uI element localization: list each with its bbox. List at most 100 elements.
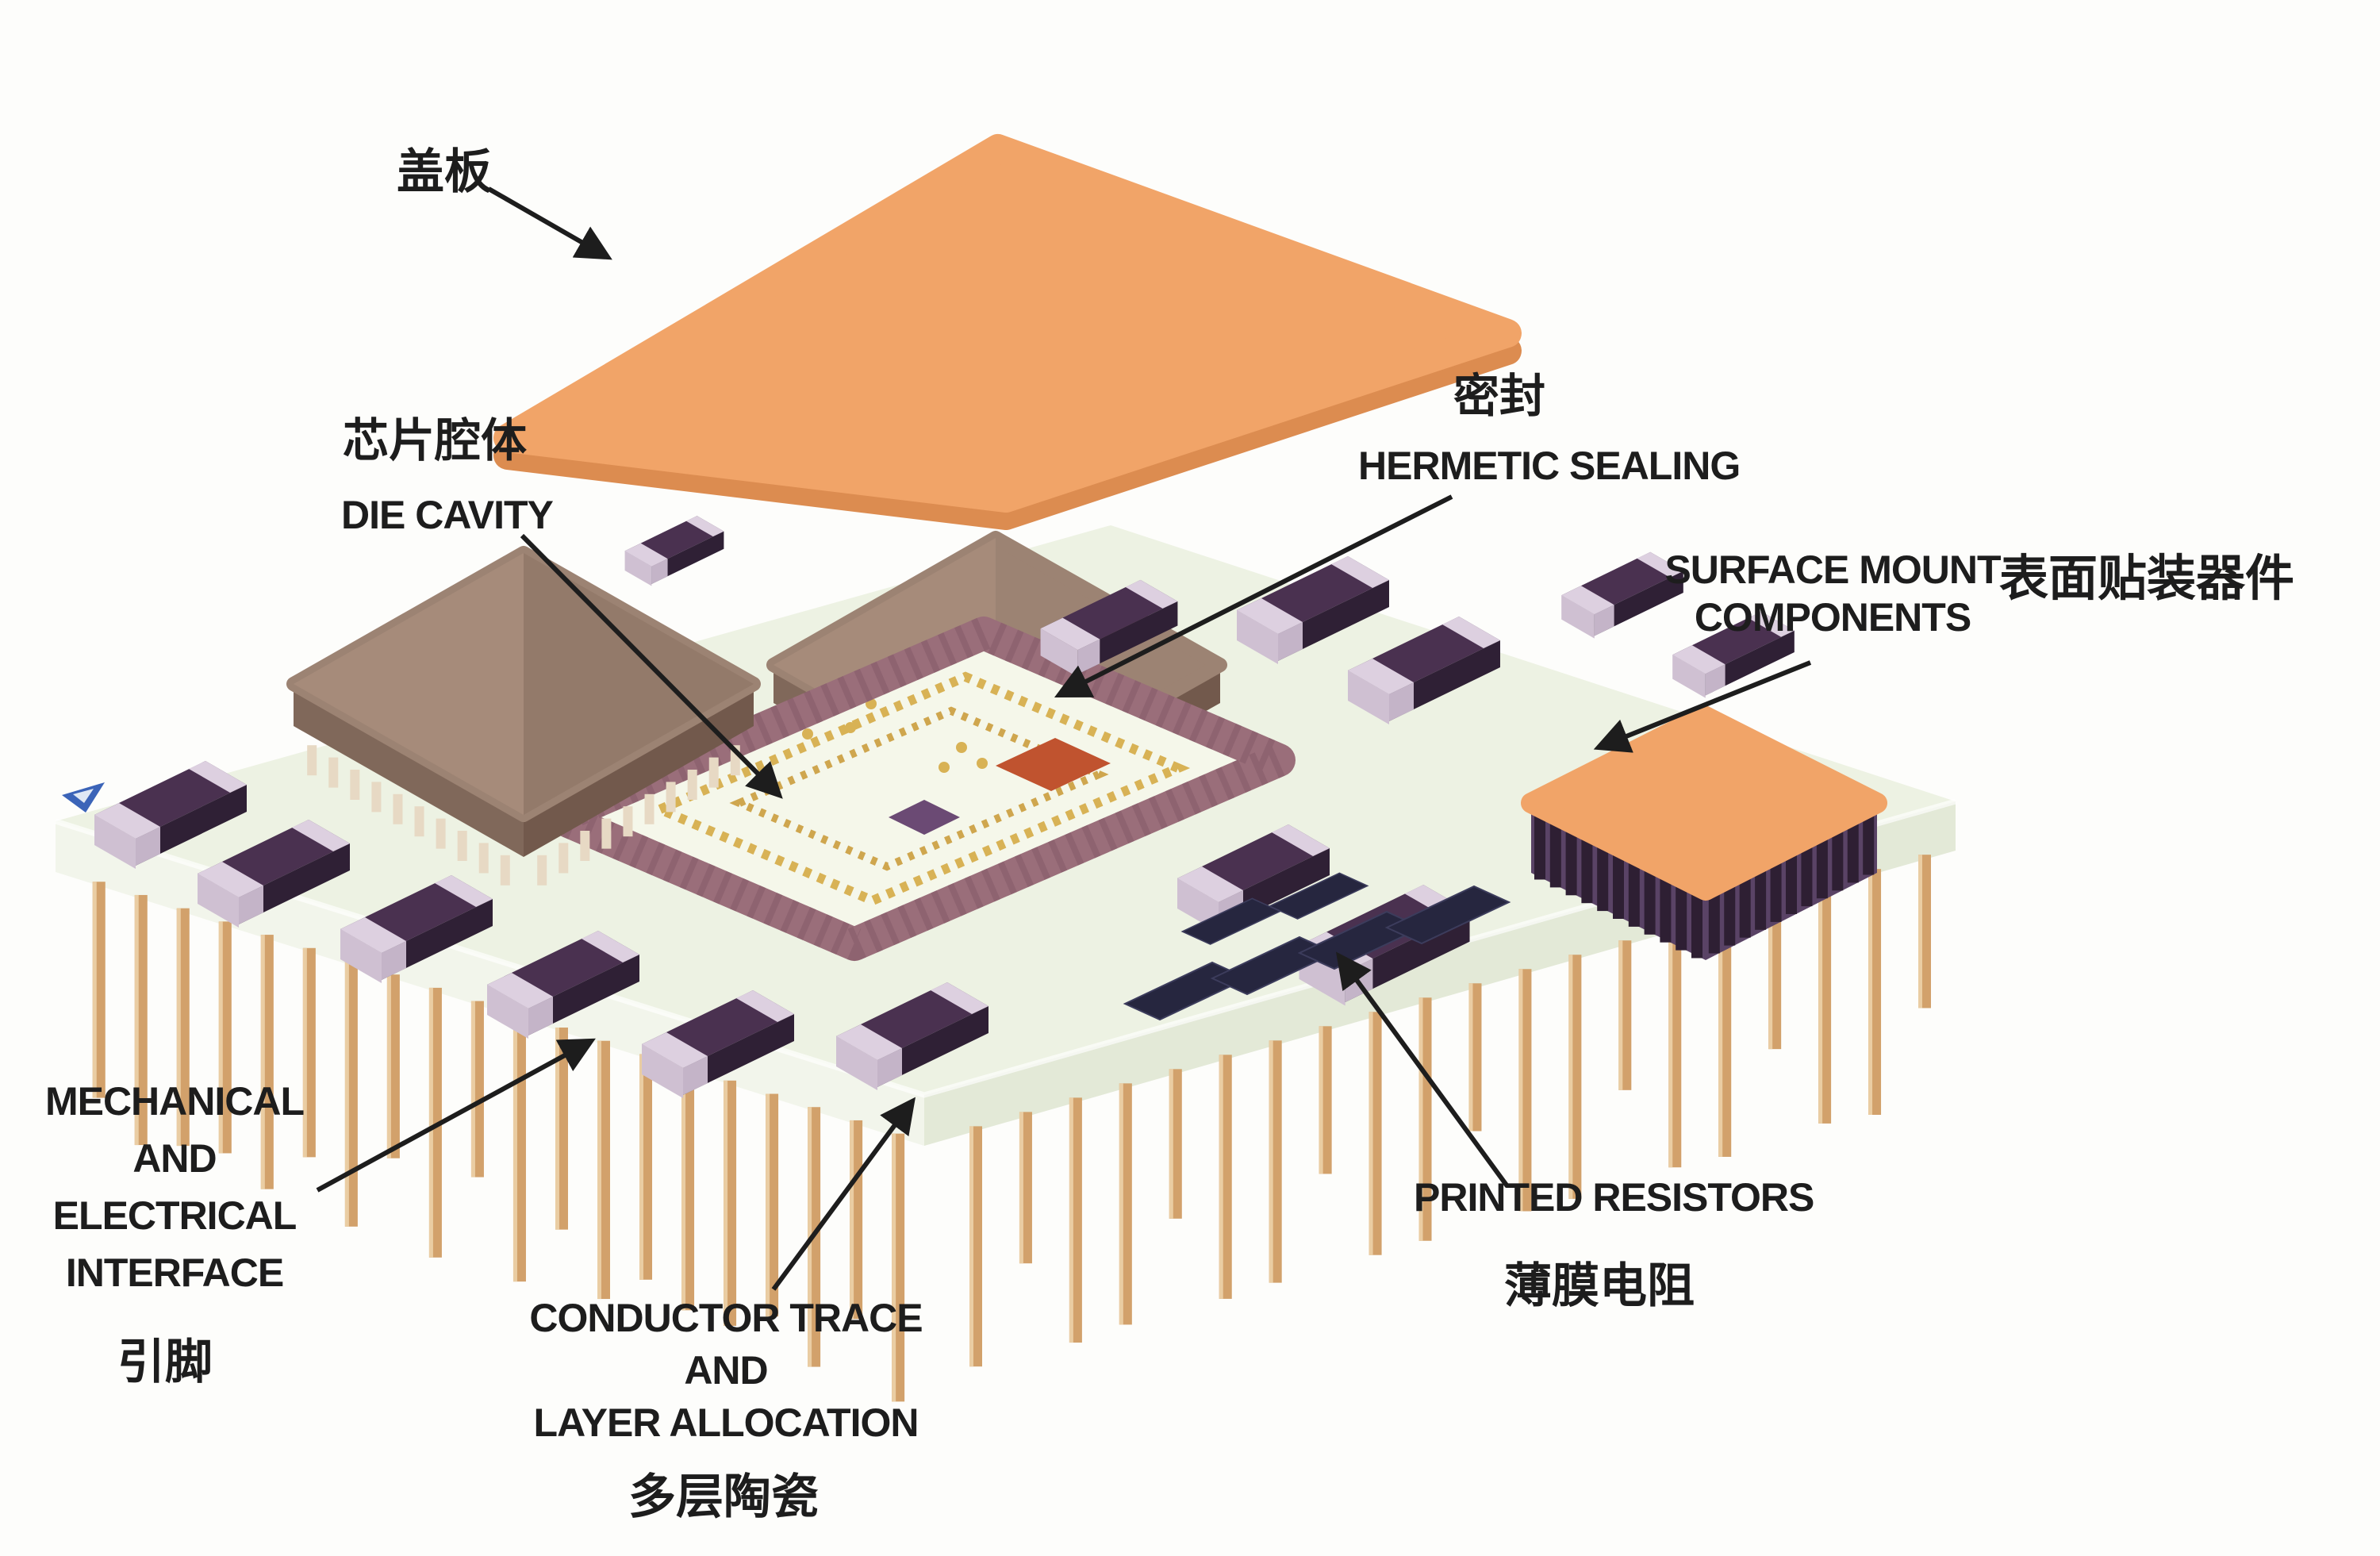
qfp-left-side-right [524,684,754,857]
qfp-lead [644,793,654,824]
pin-highlight [1518,969,1523,1212]
callout-arrows [316,186,1812,1291]
smc-lead [1786,851,1797,914]
smc-lead-bars [1534,811,1875,959]
pin-highlight [302,947,307,1158]
smc-lead [1724,882,1736,946]
seal-ring [543,617,1296,961]
pin-highlight [681,1067,686,1311]
label-conductor-line3: LAYER ALLOCATION [533,1400,919,1445]
pin-highlight [1618,940,1623,1090]
pins-right [969,855,1931,1367]
pin-highlight [850,1120,854,1320]
pin-highlight [1768,897,1773,1050]
pin-highlight [1868,869,1873,1115]
pin-highlight [1818,883,1823,1124]
blue-triangle-inner [73,789,94,803]
gold-dot [956,742,967,753]
qfp-lead [328,757,339,788]
smc-lead [1628,858,1640,927]
arrow-interface-pins [316,1038,596,1193]
qfp-lead [478,843,489,874]
pin-highlight [597,1040,602,1300]
label-conductor-en: CONDUCTOR TRACE AND LAYER ALLOCATION [492,1292,960,1449]
pin-highlight [1568,955,1573,1199]
qfp-lead [393,793,403,824]
pin-highlight [969,1126,973,1367]
pin-highlight [1019,1112,1023,1264]
qfp-left-sheen [294,553,524,815]
smc-lead [1863,811,1875,875]
smc-lead [1565,827,1577,896]
label-cover-zh: 盖板 [397,145,492,198]
pin-highlight [512,1014,517,1282]
smc-lead [1755,866,1767,930]
qfp-lead [601,818,612,849]
pin-highlight [1468,983,1473,1131]
qfp-lead [687,770,697,800]
arrow-surface-mount [1593,660,1812,753]
pin-highlight [1319,1026,1323,1174]
smc-lead [1739,874,1751,938]
pin-highlight [724,1080,728,1326]
blue-mark [62,782,105,813]
label-surface-mount-en: SURFACE MOUNT COMPONENTS [1618,546,2047,641]
qfp-lead [708,757,719,788]
pin-highlight [470,1001,475,1178]
pin-highlight [218,921,223,1154]
smc-lead [1676,882,1687,951]
arrow-conductor-trace [771,1097,916,1291]
die-red [996,738,1111,791]
gold-dot [802,728,813,740]
label-surface-mount-zh: 表面贴装器件 [1999,551,2295,606]
pin-highlight [555,1028,559,1230]
label-conductor-line1: CONDUCTOR TRACE [529,1296,923,1340]
label-interface-line2: AND [132,1136,217,1181]
arrow-cover [487,186,612,260]
pin-highlight [1718,912,1723,1157]
smc-lead [1801,843,1813,907]
pin-highlight [1069,1097,1073,1343]
qfp-lead [666,782,676,813]
pins-left [92,882,905,1402]
arrow-printed-resistors [1336,951,1510,1188]
bond-pad-row-inner [729,706,1109,871]
pin-highlight [1119,1083,1123,1325]
label-conductor-line2: AND [684,1348,768,1393]
arrow-die-cavity [520,533,783,799]
smc-lead [1660,874,1672,943]
qfp-lead [559,843,569,874]
qfp-lead [537,855,547,886]
label-interface-line4: INTERFACE [65,1251,284,1295]
smc-lead [1816,835,1828,899]
qfp-left-sheen2 [524,553,754,815]
pin-highlight [176,908,181,1147]
pin-highlight [1668,926,1673,1168]
smc-lead [1644,866,1656,935]
qfp-lead [371,782,382,813]
label-ceramic-zh: 多层陶瓷 [628,1470,819,1523]
pin-highlight [386,974,391,1158]
pin-highlight [428,987,433,1258]
seal-ring-castellation [543,617,1296,961]
pin-highlight [1169,1069,1173,1219]
qfp-lead [623,806,633,837]
pin-highlight [1269,1040,1273,1283]
pin-highlight [892,1133,896,1402]
qfp-lead [307,745,317,776]
label-die-cavity-en: DIE CAVITY [341,493,554,537]
label-die-cavity-zh: 芯片腔体 [343,415,528,467]
qfp-lead [500,855,510,886]
smc-lead [1613,851,1624,919]
pin-highlight [1418,997,1423,1241]
smc-lead [1691,889,1702,959]
pin-highlight [260,935,265,1189]
qfp-lead [580,831,590,861]
label-hermetic-en: HERMETIC SEALING [1358,444,1741,488]
cavity-floor [559,633,1279,944]
die-purple [889,800,960,835]
smc-lead [1708,889,1720,954]
pin-highlight [1918,855,1922,1009]
lid-top [493,134,1522,513]
